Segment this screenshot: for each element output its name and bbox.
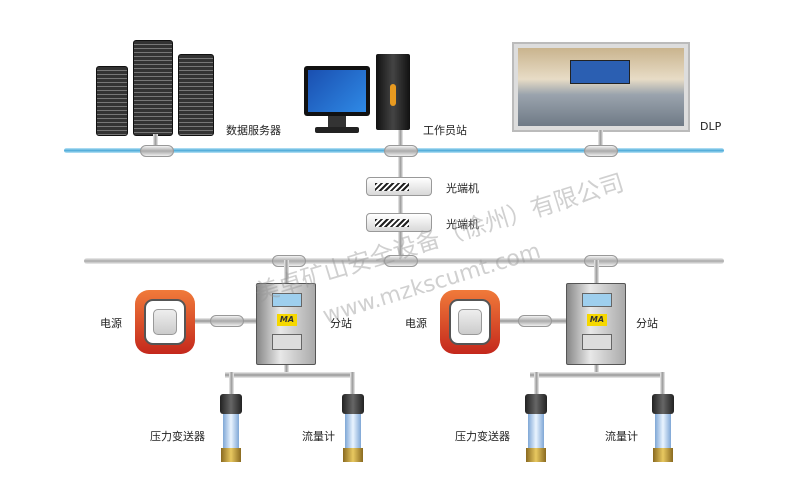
server-icon xyxy=(133,40,173,136)
optical-transceiver-icon xyxy=(366,213,432,232)
server-icon xyxy=(178,54,214,136)
pressure-transmitter-icon xyxy=(218,394,244,464)
optical-label: 光端机 xyxy=(446,218,479,231)
pressure-label: 压力变送器 xyxy=(150,430,205,443)
monitor-icon xyxy=(304,66,370,116)
substation-label: 分站 xyxy=(636,317,658,330)
substation-icon: MA xyxy=(256,283,316,365)
flow-label: 流量计 xyxy=(302,430,335,443)
workstation-label: 工作员站 xyxy=(423,124,467,137)
optical-transceiver-icon xyxy=(366,177,432,196)
connector xyxy=(140,145,174,157)
substation-icon: MA xyxy=(566,283,626,365)
power-supply-icon xyxy=(440,290,500,354)
flow-meter-icon xyxy=(340,394,366,464)
server-icon xyxy=(96,66,128,136)
substation-label: 分站 xyxy=(330,317,352,330)
connector xyxy=(584,145,618,157)
optical-label: 光端机 xyxy=(446,182,479,195)
power-label: 电源 xyxy=(100,317,122,330)
power-supply-icon xyxy=(135,290,195,354)
dlp-display-image xyxy=(512,42,690,132)
dlp-label: DLP xyxy=(700,120,722,133)
flow-meter-icon xyxy=(650,394,676,464)
flow-label: 流量计 xyxy=(605,430,638,443)
power-label: 电源 xyxy=(405,317,427,330)
data-server-label: 数据服务器 xyxy=(226,124,281,137)
pressure-transmitter-icon xyxy=(523,394,549,464)
pressure-label: 压力变送器 xyxy=(455,430,510,443)
connector xyxy=(384,145,418,157)
pc-tower-icon xyxy=(376,54,410,130)
